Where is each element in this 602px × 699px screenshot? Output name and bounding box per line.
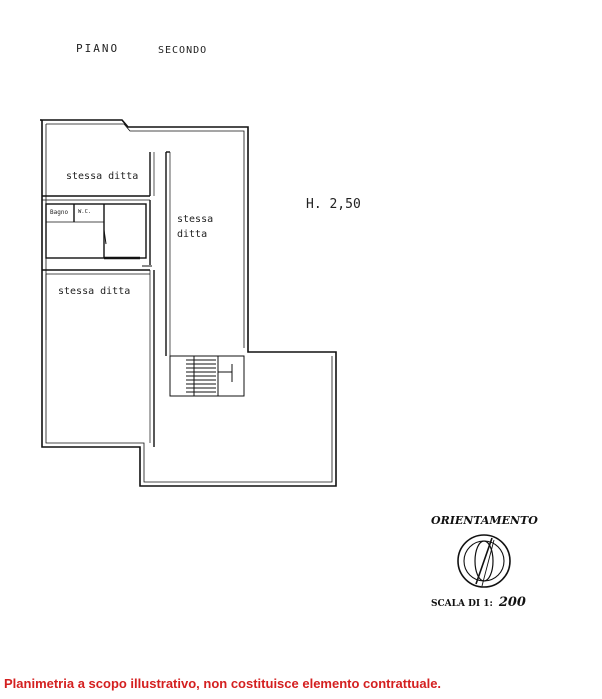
- disclaimer-text: Planimetria a scopo illustrativo, non co…: [4, 676, 442, 691]
- floor-name: SECONDO: [158, 45, 208, 56]
- scale-label: SCALA DI 1: 200: [431, 593, 526, 611]
- scale-value: 200: [498, 595, 526, 610]
- compass-icon: [457, 534, 511, 588]
- room-label-bath: Bagno: [50, 209, 68, 216]
- orientation-label: ORIENTAMENTO: [431, 514, 538, 527]
- staircase: [169, 355, 245, 397]
- scale-prefix: SCALA DI 1:: [431, 599, 493, 609]
- interior-walls: [42, 151, 171, 447]
- room-label-center-1: stessa: [177, 214, 213, 225]
- outer-walls: [40, 119, 337, 487]
- room-label-bottom-left: stessa ditta: [58, 286, 130, 297]
- room-label-top-left: stessa ditta: [66, 171, 138, 182]
- floor-plan: stessa ditta stessa ditta stessa ditta B…: [40, 119, 511, 588]
- ceiling-height-label: H. 2,50: [306, 197, 361, 212]
- room-label-small: W.C.: [78, 209, 91, 215]
- room-label-center-2: ditta: [177, 229, 207, 240]
- floor-word: PIANO: [76, 42, 120, 55]
